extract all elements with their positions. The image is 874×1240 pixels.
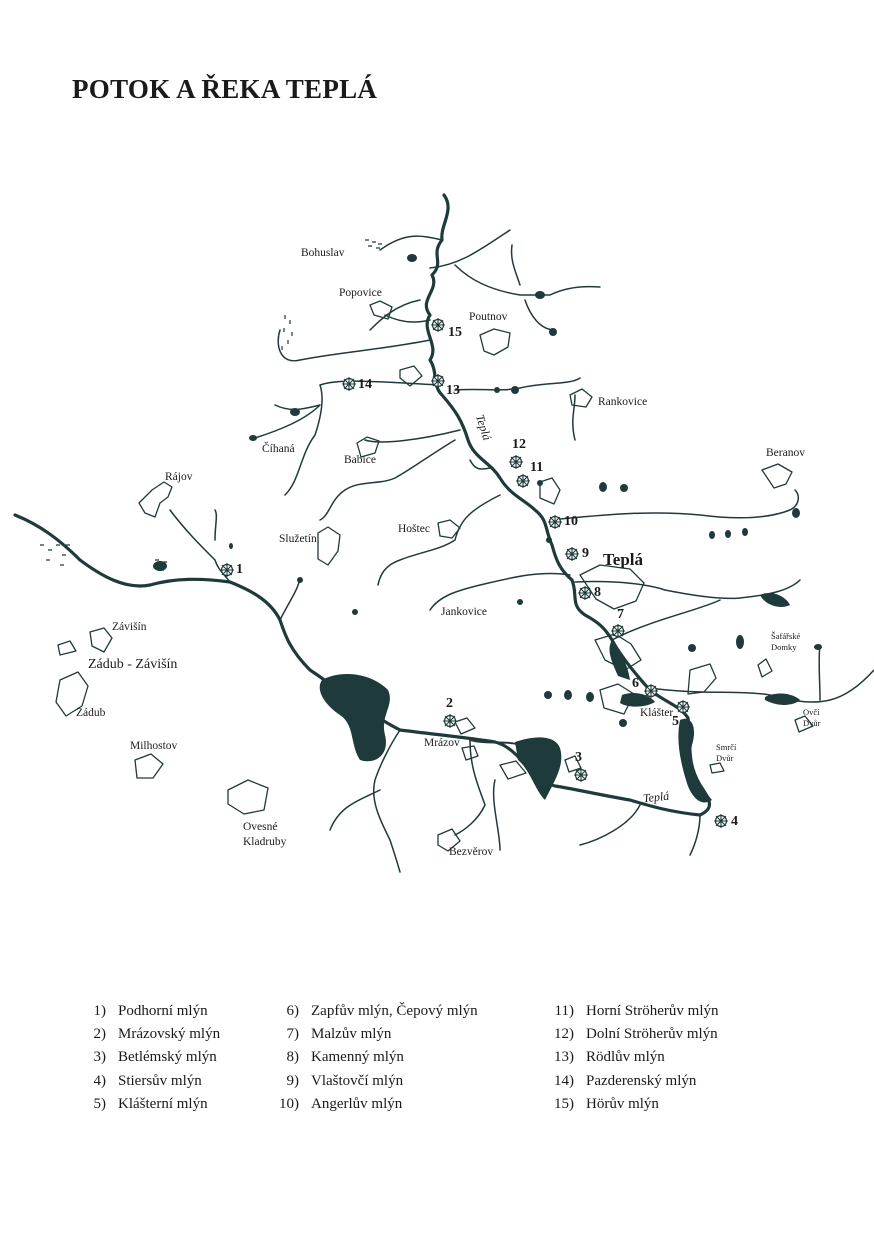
mill-wheel-icon-9	[565, 547, 579, 561]
mill-wheel-icon-15	[431, 318, 445, 332]
mill-number-12: 12	[512, 437, 526, 452]
legend-item: 2)Mrázovský mlýn	[93, 1026, 221, 1043]
mill-wheel-icon-2	[443, 714, 457, 728]
mill-number-13: 13	[446, 383, 460, 398]
legend-item: 15)Hörův mlýn	[554, 1095, 659, 1112]
place-label-smrci-dvur: Smrčí Dvůr	[716, 742, 737, 763]
place-label-zavisin: Závišín	[112, 621, 147, 633]
mill-number-14: 14	[358, 377, 372, 392]
mill-number-11: 11	[530, 460, 544, 475]
legend-item: 7)Malzův mlýn	[286, 1026, 392, 1043]
legend-item: 9)Vlaštovčí mlýn	[286, 1072, 404, 1089]
mill-number-5: 5	[672, 714, 679, 729]
place-label-beranov: Beranov	[766, 447, 805, 459]
legend-item: 4)Stiersův mlýn	[93, 1072, 202, 1089]
legend-column-2: 6)Zapfův mlýn, Čepový mlýn 7)Malzův mlýn…	[273, 1000, 478, 1116]
mill-number-4: 4	[731, 814, 738, 829]
place-label-zadub: Zádub	[76, 707, 106, 719]
place-label-bezverov: Bezvěrov	[449, 846, 494, 858]
place-label-safarske-domky: Šafářské Domky	[771, 631, 801, 652]
legend-item: 13)Rödlův mlýn	[554, 1049, 665, 1066]
mill-wheel-icon-5	[676, 700, 690, 714]
mill-number-2: 2	[446, 696, 453, 711]
mill-wheel-icon-8	[578, 586, 592, 600]
legend-item: 11)Horní Ströherův mlýn	[554, 1003, 719, 1019]
legend-item: 12)Dolní Ströherův mlýn	[554, 1026, 718, 1043]
mill-number-7: 7	[617, 607, 624, 622]
place-label-bohuslav: Bohuslav	[301, 247, 345, 259]
place-label-tepla-town: Teplá	[603, 550, 644, 569]
place-label-babice: Babice	[344, 454, 376, 466]
mill-number-6: 6	[632, 676, 639, 691]
mill-wheel-icon-6	[644, 684, 658, 698]
mill-number-8: 8	[594, 585, 601, 600]
map-title: POTOK A ŘEKA TEPLÁ	[72, 74, 378, 104]
place-label-hostec: Hoštec	[398, 523, 430, 535]
river-label-tepla-lower: Teplá	[642, 788, 670, 806]
mill-wheel-icon-11	[516, 474, 530, 488]
mill-number-9: 9	[582, 546, 589, 561]
mill-wheel-icon-13	[431, 374, 445, 388]
legend-item: 5)Klášterní mlýn	[93, 1095, 208, 1112]
place-label-zadub-zavisin: Zádub - Závišín	[88, 657, 178, 672]
legend-column-3: 11)Horní Ströherův mlýn 12)Dolní Ströher…	[548, 1000, 719, 1116]
legend-item: 10)Angerlův mlýn	[279, 1095, 403, 1112]
place-label-popovice: Popovice	[339, 287, 382, 299]
place-label-sluzetin: Služetín	[279, 533, 317, 545]
place-label-mrazov: Mrázov	[424, 737, 460, 749]
mill-wheel-icon-1	[220, 563, 234, 577]
mill-wheel-icon-4	[714, 814, 728, 828]
legend-item: 3)Betlémský mlýn	[93, 1049, 217, 1066]
mill-wheel-icon-7	[611, 624, 625, 638]
legend-item: 8)Kamenný mlýn	[286, 1049, 404, 1066]
legend-item: 14)Pazderenský mlýn	[554, 1072, 697, 1089]
mill-number-10: 10	[564, 514, 578, 529]
place-label-milhostov: Milhostov	[130, 740, 178, 752]
place-label-ovci-dvur: Ovčí Dvůr	[803, 707, 821, 728]
place-label-klaster: Klášter	[640, 707, 674, 719]
mill-number-1: 1	[236, 562, 243, 577]
mill-wheel-icon-12	[509, 455, 523, 469]
legend-item: 1)Podhorní mlýn	[93, 1003, 208, 1019]
place-label-cihana: Číhaná	[262, 443, 295, 455]
place-label-rankovice: Rankovice	[598, 396, 648, 408]
mill-number-3: 3	[575, 750, 582, 765]
legend-column-1: 1)Podhorní mlýn 2)Mrázovský mlýn 3)Betlé…	[80, 1000, 221, 1116]
legend-item: 6)Zapfův mlýn, Čepový mlýn	[286, 1003, 478, 1019]
mill-number-15: 15	[448, 325, 462, 340]
mill-wheel-icon-14	[342, 377, 356, 391]
mill-wheel-icon-3	[574, 768, 588, 782]
mill-wheel-icon-10	[548, 515, 562, 529]
place-label-jankovice: Jankovice	[441, 606, 487, 618]
place-label-rajov: Rájov	[165, 471, 193, 483]
place-label-poutnov: Poutnov	[469, 311, 508, 323]
place-label-ovesne-kladruby: Ovesné Kladruby	[243, 821, 287, 848]
